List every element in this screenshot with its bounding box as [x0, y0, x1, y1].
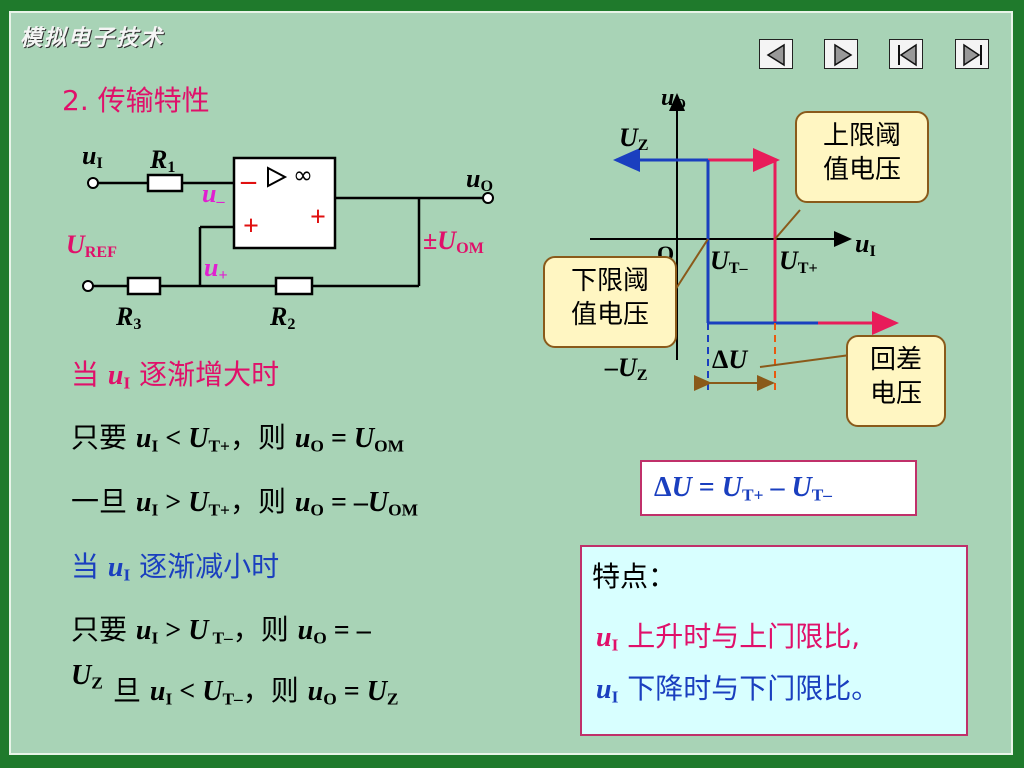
- opamp-triangle-icon: [267, 166, 288, 188]
- opamp-minus-sign: –: [241, 164, 256, 197]
- label-uo-circuit: uO: [466, 164, 493, 196]
- hyst-callout-pointer: [759, 354, 851, 368]
- decreasing-heading: 当 uI 逐渐减小时: [71, 550, 280, 585]
- graph-label-neg-uz: –UZ: [605, 353, 648, 385]
- graph-label-ui: uI: [855, 229, 876, 261]
- condition-line-3: 只要 uI > U T–，则 uO = –: [71, 613, 371, 648]
- output-terminal: [482, 192, 494, 204]
- label-ui: uI: [82, 141, 103, 173]
- skip-first-icon: [898, 43, 917, 67]
- last-slide-button[interactable]: [955, 39, 989, 69]
- graph-label-delta-u: ΔU: [712, 345, 748, 374]
- label-r1: R1: [150, 145, 176, 177]
- condition-line-2: 一旦 uI > UT+，则 uO = –UOM: [71, 485, 419, 520]
- opamp-plus-out-sign: +: [310, 202, 326, 233]
- triangle-right-icon: [834, 43, 853, 67]
- graph-label-uz: UZ: [619, 123, 649, 155]
- ref-terminal: [82, 280, 94, 292]
- graph-label-ut-minus: UT–: [710, 246, 748, 278]
- section-title: 2. 传输特性: [62, 84, 210, 117]
- opamp-box: [232, 156, 337, 250]
- resistor-r1: [146, 173, 184, 193]
- label-r2: R2: [270, 302, 296, 334]
- prev-slide-button[interactable]: [759, 39, 793, 69]
- opamp-infinity: ∞: [293, 161, 313, 189]
- upper-callout-pointer: [774, 209, 801, 240]
- course-logo: 模拟电子技术: [20, 26, 165, 51]
- resistor-r3: [126, 276, 162, 296]
- features-title: 特点：: [592, 560, 677, 593]
- condition-line-4: 旦 uI < UT–，则 uO = UZ: [113, 674, 399, 709]
- graph-label-uo: uO: [661, 85, 686, 113]
- increasing-heading: 当 uI 逐渐增大时: [71, 358, 280, 393]
- first-slide-button[interactable]: [889, 39, 923, 69]
- label-uminus: u–: [202, 179, 225, 211]
- next-slide-button[interactable]: [824, 39, 858, 69]
- condition-line-3-wrap: UZ: [71, 660, 103, 693]
- callout-lower-threshold: 下限阈值电压: [543, 256, 677, 348]
- callout-hysteresis: 回差电压: [846, 335, 946, 427]
- resistor-r2: [274, 276, 314, 296]
- features-line-1: uI 上升时与上门限比,: [596, 620, 861, 655]
- features-box: 特点： uI 上升时与上门限比, uI 下降时与下门限比。: [580, 545, 968, 736]
- label-r3: R3: [116, 302, 142, 334]
- callout-upper-threshold: 上限阈值电压: [795, 111, 929, 203]
- label-uplus: u+: [204, 253, 228, 285]
- opamp-plus-in-sign: +: [243, 211, 259, 242]
- triangle-left-icon: [766, 43, 785, 67]
- label-uom: ±UOM: [423, 226, 484, 258]
- condition-line-1: 只要 uI < UT+，则 uO = UOM: [71, 421, 405, 456]
- hysteresis-formula: ΔU = UT+ – UT–: [640, 460, 917, 516]
- graph-label-ut-plus: UT+: [779, 246, 818, 278]
- label-uref: UREF: [66, 230, 118, 262]
- input-terminal: [87, 177, 99, 189]
- skip-last-icon: [963, 43, 982, 67]
- features-line-2: uI 下降时与下门限比。: [596, 672, 880, 707]
